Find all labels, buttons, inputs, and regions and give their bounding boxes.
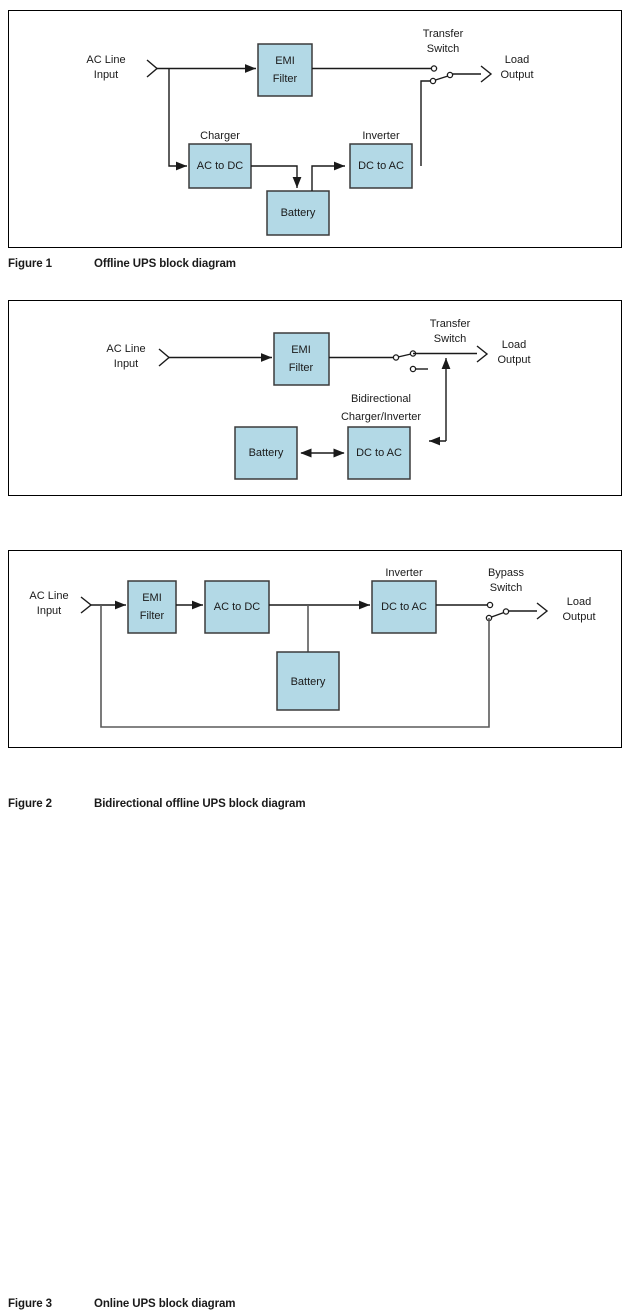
ac-line-input-source-icon	[146, 59, 159, 78]
bypass-switch-wiper[interactable]	[491, 611, 505, 618]
figure-1: AC Line Input EMI Filter Transfer Switch	[0, 0, 632, 282]
ac-line-input-label-line2: Input	[37, 605, 61, 617]
battery-text: Battery	[281, 207, 316, 219]
ac-line-input-source-icon	[80, 596, 93, 614]
inverter-label: Inverter	[362, 130, 400, 142]
transfer-switch-pole-node[interactable]	[392, 354, 400, 361]
charger-text: AC to DC	[197, 160, 244, 172]
wire-bypass-path	[100, 605, 490, 728]
figure-2-caption-label: Figure 2	[8, 798, 52, 810]
figure-3-diagram: AC Line Input EMI Filter AC to DC Ba	[29, 567, 596, 728]
figure-2-diagram: AC Line Input EMI Filter Transfer Switch	[106, 318, 531, 480]
figure-1-caption-title: Offline UPS block diagram	[94, 258, 236, 270]
transfer-switch-label-line1: Transfer	[430, 318, 471, 330]
figure-2: AC Line Input EMI Filter Transfer Switch	[0, 290, 632, 810]
inverter-block	[349, 143, 413, 189]
inverter-block	[371, 580, 437, 634]
transfer-switch-label-line2: Switch	[434, 333, 466, 345]
load-output-sink-icon	[480, 65, 493, 83]
transfer-switch-line-contact[interactable]	[430, 65, 438, 72]
load-output-label-line2: Output	[562, 611, 595, 623]
battery-text: Battery	[291, 676, 326, 688]
battery-block	[234, 426, 298, 480]
load-output-label-line2: Output	[500, 69, 533, 81]
ac-line-input-label-line1: AC Line	[86, 54, 125, 66]
figure-1-panel: AC Line Input EMI Filter Transfer Switch	[8, 10, 622, 248]
inverter-label: Inverter	[385, 567, 423, 579]
inverter-text: DC to AC	[358, 160, 404, 172]
ac-line-input-source-icon	[158, 348, 171, 367]
bidirectional-charger-inverter-text: DC to AC	[356, 447, 402, 459]
emi-filter-text-line1: EMI	[142, 592, 162, 604]
transfer-switch-label-line2: Switch	[427, 43, 459, 55]
emi-filter-text-line2: Filter	[289, 362, 314, 374]
figure-3-caption-label: Figure 3	[8, 1298, 52, 1310]
figure-1-caption-label: Figure 1	[8, 258, 52, 270]
load-output-label-line1: Load	[502, 339, 526, 351]
figure-2-panel: AC Line Input EMI Filter Transfer Switch	[8, 300, 622, 496]
figure-3-caption-title: Online UPS block diagram	[94, 1298, 236, 1310]
ac-line-input-label-line2: Input	[94, 69, 118, 81]
bypass-switch-label-line2: Switch	[490, 582, 522, 594]
ac-line-input-label-line2: Input	[114, 358, 138, 370]
figure-1-caption: Figure 1 Offline UPS block diagram	[8, 258, 236, 270]
load-output-label-line1: Load	[567, 596, 591, 608]
figure-1-diagram: AC Line Input EMI Filter Transfer Switch	[86, 28, 534, 236]
transfer-switch-wiper[interactable]	[397, 353, 412, 358]
figure-2-caption-title: Bidirectional offline UPS block diagram	[94, 798, 306, 810]
wire-charger-to-battery	[251, 165, 302, 188]
emi-filter-text-line1: EMI	[291, 344, 311, 356]
bidirectional-label-line1: Bidirectional	[351, 393, 411, 405]
bidirectional-charger-inverter-block	[347, 426, 411, 480]
emi-filter-block	[127, 580, 177, 634]
emi-filter-block	[257, 43, 313, 97]
wire-inverter-to-switch	[420, 80, 431, 166]
emi-filter-text-line2: Filter	[273, 73, 298, 85]
wire-input-to-charger	[168, 68, 187, 171]
battery-text: Battery	[249, 447, 284, 459]
figure-3: AC Line Input EMI Filter AC to DC Ba	[0, 540, 632, 1310]
figure-3-caption: Figure 3 Online UPS block diagram	[8, 1298, 235, 1310]
ac-line-input-label-line1: AC Line	[29, 590, 68, 602]
transfer-switch-inverter-contact[interactable]	[429, 77, 437, 85]
charger-block	[188, 143, 252, 189]
emi-filter-block	[273, 332, 330, 386]
load-output-sink-icon	[476, 345, 489, 363]
figure-2-caption: Figure 2 Bidirectional offline UPS block …	[8, 798, 306, 810]
battery-block	[266, 190, 330, 236]
transfer-switch-wiper[interactable]	[435, 75, 449, 81]
rectifier-block	[204, 580, 270, 634]
transfer-switch-label-line1: Transfer	[423, 28, 464, 40]
bypass-switch-pole-node[interactable]	[502, 608, 510, 615]
load-output-label-line1: Load	[505, 54, 529, 66]
transfer-switch-pole-node[interactable]	[446, 71, 454, 79]
battery-block	[276, 651, 340, 711]
rectifier-text: AC to DC	[214, 601, 261, 613]
load-output-label-line2: Output	[497, 354, 530, 366]
inverter-text: DC to AC	[381, 601, 427, 613]
wire-battery-to-inverter	[311, 161, 345, 191]
load-output-sink-icon	[536, 602, 549, 620]
bypass-switch-label-line1: Bypass	[488, 567, 525, 579]
emi-filter-text-line1: EMI	[275, 55, 295, 67]
transfer-switch-inverter-contact[interactable]	[409, 365, 417, 373]
emi-filter-text-line2: Filter	[140, 610, 165, 622]
bypass-switch-inverter-contact[interactable]	[486, 601, 494, 609]
figure-3-panel: AC Line Input EMI Filter AC to DC Ba	[8, 550, 622, 748]
charger-label: Charger	[200, 130, 240, 142]
bidirectional-label-line2: Charger/Inverter	[341, 411, 421, 423]
ac-line-input-label-line1: AC Line	[106, 343, 145, 355]
